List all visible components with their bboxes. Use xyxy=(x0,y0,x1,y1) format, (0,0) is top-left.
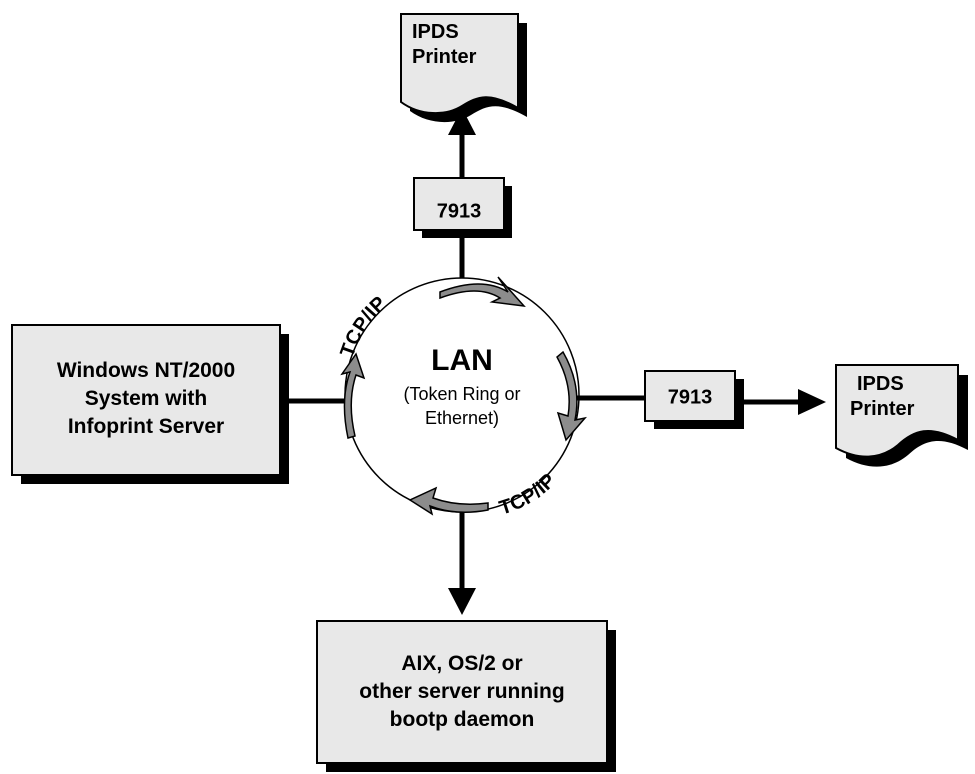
lan-title: LAN xyxy=(431,344,493,377)
printer-right-line2: Printer xyxy=(850,398,915,420)
ring-arrow-left xyxy=(340,352,366,439)
windows-box-line2: System with xyxy=(85,387,208,410)
printer-top-line2: Printer xyxy=(412,46,477,68)
ring-arrow-bottom xyxy=(408,486,489,516)
printer-top-line1: IPDS xyxy=(412,21,459,43)
lan-line1: (Token Ring or xyxy=(403,384,520,404)
printer-right-line1: IPDS xyxy=(857,373,904,395)
windows-box-line3: Infoprint Server xyxy=(68,415,224,438)
ring-arrows xyxy=(340,276,587,516)
box-7913-right: 7913 xyxy=(644,370,744,429)
aix-box-line2: other server running xyxy=(359,680,564,703)
tcpip-label-bottom: TCP/IP xyxy=(497,470,560,520)
ipds-printer-right: IPDS Printer xyxy=(835,364,968,467)
tcpip-label-top-text: TCP/IP xyxy=(336,292,390,359)
tcpip-label-top: TCP/IP xyxy=(336,292,390,359)
tcpip-label-bottom-text: TCP/IP xyxy=(497,470,560,520)
windows-server-box: Windows NT/2000 System with Infoprint Se… xyxy=(11,324,289,484)
box-7913-top: 7913 xyxy=(413,177,512,238)
box-7913-top-label: 7913 xyxy=(437,200,482,222)
ipds-printer-top: IPDS Printer xyxy=(400,13,527,123)
aix-server-box: AIX, OS/2 or other server running bootp … xyxy=(316,620,616,772)
ring-arrow-top xyxy=(439,276,526,307)
aix-box-line1: AIX, OS/2 or xyxy=(401,652,522,675)
ring-arrow-right xyxy=(556,350,587,442)
arrow-down-to-server xyxy=(448,588,476,615)
lan-line2: Ethernet) xyxy=(425,408,499,428)
aix-box-line3: bootp daemon xyxy=(390,708,535,731)
connector-lines xyxy=(288,135,800,590)
box-7913-right-label: 7913 xyxy=(668,386,713,408)
arrow-right-to-printer xyxy=(798,389,826,415)
windows-box-line1: Windows NT/2000 xyxy=(57,359,235,382)
arrow-up-to-printer xyxy=(448,108,476,135)
